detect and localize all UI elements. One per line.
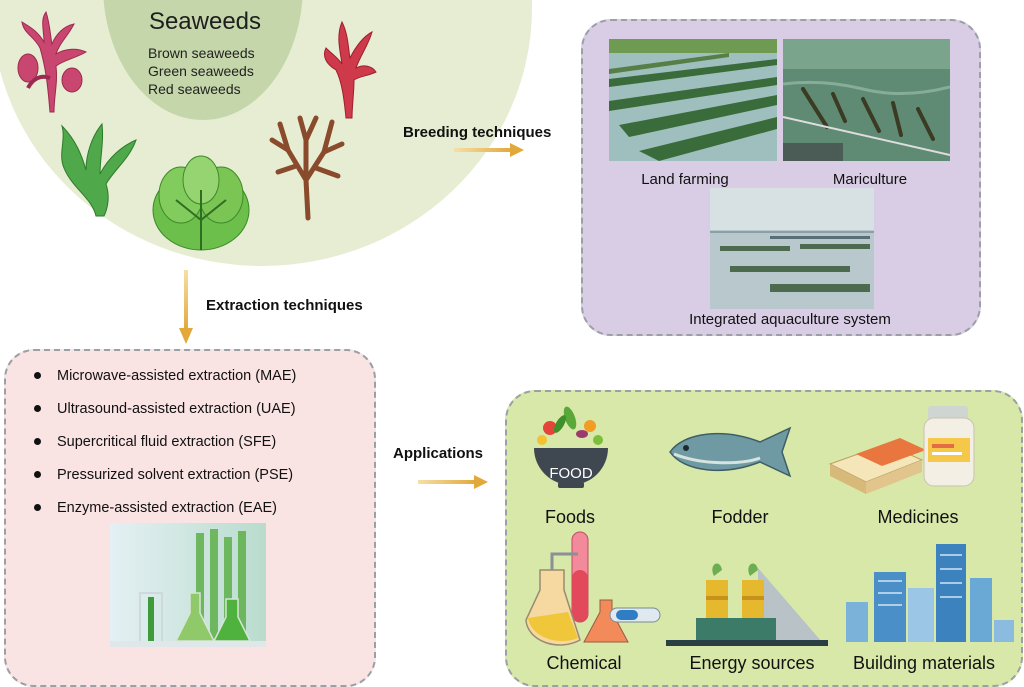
extraction-method-item: Enzyme-assisted extraction (EAE) [34,500,277,516]
app-caption-medicines: Medicines [877,507,959,527]
integrated-aquaculture-caption: Integrated aquaculture system [689,311,891,328]
applications-arrow [418,475,488,489]
food-bowl-icon [534,406,608,488]
mariculture-photo [783,39,950,161]
seaweed-types-list: Brown seaweeds Green seaweeds Red seawee… [148,44,255,98]
fish-icon [669,426,792,478]
app-caption-chemical: Chemical [546,653,622,673]
app-caption-fodder: Fodder [711,507,769,527]
breeding-arrow [454,143,524,157]
extraction-method-label: Pressurized solvent extraction (PSE) [57,467,294,483]
land-farming-caption: Land farming [641,171,729,188]
bullet-icon [34,371,41,379]
green-seaweed-left-illustration [60,122,137,217]
chemical-glassware-icon [525,531,661,646]
extraction-lab-photo [110,523,266,647]
extraction-method-item: Ultrasound-assisted extraction (UAE) [34,401,296,417]
app-caption-foods: Foods [544,507,596,527]
extraction-method-label: Microwave-assisted extraction (MAE) [57,368,297,384]
green-seaweed-center-illustration [152,155,250,251]
mariculture-caption: Mariculture [832,171,908,188]
bullet-icon [34,470,41,478]
extraction-arrow [179,270,193,344]
applications-label: Applications [393,445,484,462]
breeding-techniques-label: Breeding techniques [403,124,552,141]
building-skyline-icon [846,544,1014,642]
seaweed-type-green: Green seaweeds [148,63,254,79]
extraction-method-label: Supercritical fluid extraction (SFE) [57,434,277,450]
app-caption-energy-sources: Energy sources [689,653,815,673]
brown-seaweed-illustration [269,115,345,221]
extraction-method-label: Enzyme-assisted extraction (EAE) [57,500,277,516]
app-caption-building-materials: Building materials [852,653,996,673]
bullet-icon [34,503,41,511]
extraction-method-label: Ultrasound-assisted extraction (UAE) [57,401,296,417]
bullet-icon [34,404,41,412]
energy-plant-icon [666,563,828,646]
extraction-method-item: Microwave-assisted extraction (MAE) [34,368,296,384]
red-seaweed-right-illustration [323,20,377,119]
land-farming-photo [609,39,777,161]
bullet-icon [34,437,41,445]
medicines-icon [828,406,975,494]
red-seaweed-left-illustration [17,10,88,113]
seaweeds-title: Seaweeds [148,8,262,35]
extraction-techniques-label: Extraction techniques [206,297,363,314]
extraction-method-item: Supercritical fluid extraction (SFE) [34,434,276,450]
seaweed-type-brown: Brown seaweeds [148,45,255,61]
seaweed-type-red: Red seaweeds [148,81,241,97]
extraction-method-item: Pressurized solvent extraction (PSE) [34,467,293,483]
food-badge-text: FOOD [549,465,593,482]
integrated-aquaculture-photo [710,188,874,309]
